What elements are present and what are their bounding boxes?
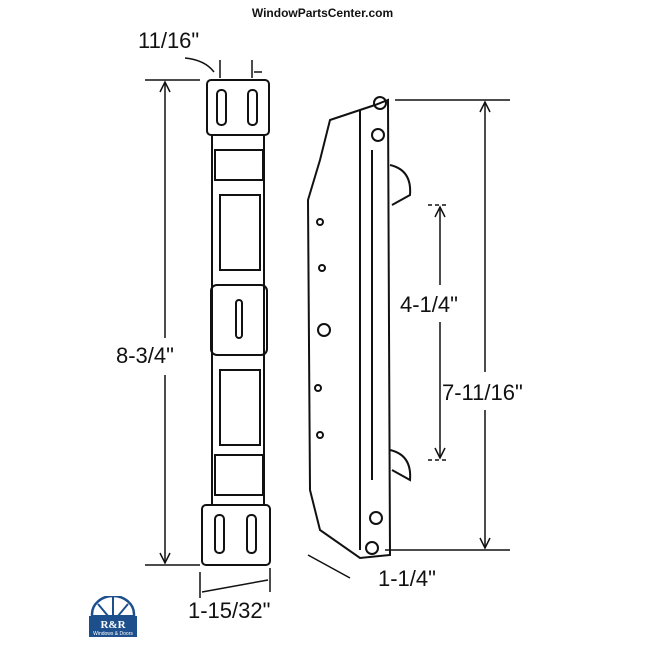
dimension-lines xyxy=(145,57,510,598)
logo-title: R&R xyxy=(100,619,126,631)
dimension-label-lock-depth: 1-1/4" xyxy=(378,566,436,591)
dimension-label-hole-spacing: 4-1/4" xyxy=(400,292,458,317)
dimension-label-plate-base-width: 1-15/32" xyxy=(188,598,271,623)
dimension-label-lock-length: 7-11/16" xyxy=(442,380,523,405)
dimension-label-plate-length: 8-3/4" xyxy=(116,343,174,368)
dimension-label-plate-width: 11/16" xyxy=(138,28,200,53)
keeper-plate xyxy=(201,79,271,566)
site-watermark: WindowPartsCenter.com xyxy=(251,6,394,20)
logo-subtitle: Windows & Doors xyxy=(93,631,133,637)
rr-windows-doors-logo: R&R Windows & Doors xyxy=(89,596,137,637)
mortise-lock xyxy=(306,96,412,560)
